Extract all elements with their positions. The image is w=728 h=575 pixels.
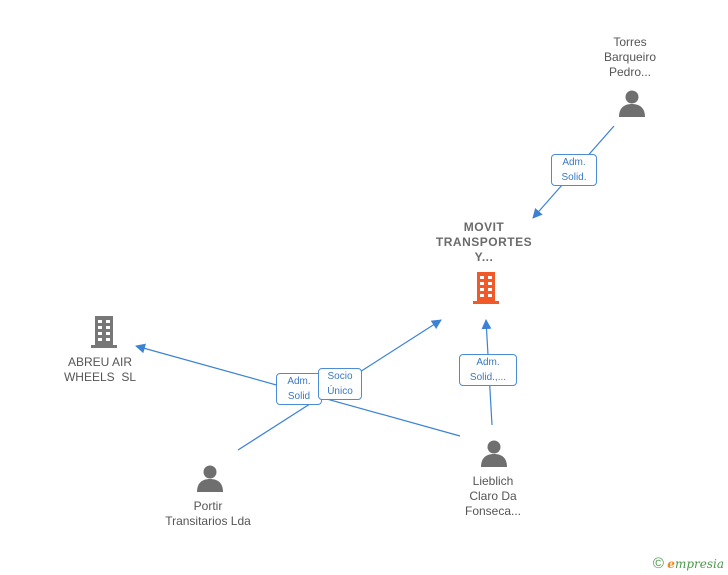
label-line: TRANSPORTES — [435, 235, 533, 249]
edge-label-torres-movit[interactable]: Adm. Solid. — [551, 154, 597, 186]
company-building-icon[interactable] — [88, 314, 120, 350]
edge-label-lieblich-movit[interactable]: Adm. Solid.,... — [459, 354, 517, 386]
node-label-lieblich[interactable]: Lieblich Claro Da Fonseca... — [443, 474, 543, 519]
person-icon[interactable] — [617, 88, 647, 118]
edge-label-portir-movit[interactable]: Socio Único — [318, 368, 362, 400]
label-line: Fonseca... — [464, 504, 522, 518]
label-line: ABREU AIR — [67, 355, 133, 369]
person-icon[interactable] — [195, 463, 225, 493]
label-line: Y... — [474, 250, 494, 264]
label-line: WHEELS SL — [63, 370, 137, 384]
label-line: Torres — [613, 35, 647, 49]
node-label-abreu[interactable]: ABREU AIR WHEELS SL — [50, 355, 150, 385]
label-line: Pedro... — [608, 65, 652, 79]
edge-label-lieblich-abreu[interactable]: Adm. Solid — [276, 373, 322, 405]
person-icon[interactable] — [479, 438, 509, 468]
label-line: MOVIT — [463, 220, 505, 234]
label-line: Claro Da — [469, 489, 517, 503]
label-line: Portir — [193, 499, 223, 513]
brand-initial: e — [667, 557, 675, 571]
company-building-icon[interactable] — [470, 270, 502, 306]
node-label-torres[interactable]: Torres Barqueiro Pedro... — [580, 35, 680, 80]
label-line: Barqueiro — [603, 50, 657, 64]
label-line: Socio — [327, 371, 353, 382]
label-line: Adm. — [562, 157, 586, 168]
node-label-portir[interactable]: Portir Transitarios Lda — [148, 499, 268, 529]
label-line: Solid. — [561, 172, 587, 183]
label-line: Adm. — [476, 357, 500, 368]
brand-name: mpresia — [674, 557, 724, 571]
label-line: Único — [327, 386, 353, 397]
node-label-movit[interactable]: MOVIT TRANSPORTES Y... — [424, 220, 544, 265]
label-line: Lieblich — [472, 474, 514, 488]
empresia-watermark: © empresia — [653, 555, 724, 572]
label-line: Solid — [287, 391, 311, 402]
copyright-icon: © — [652, 555, 664, 572]
label-line: Solid.,... — [469, 372, 507, 383]
label-line: Transitarios Lda — [165, 514, 251, 528]
label-line: Adm. — [287, 376, 311, 387]
